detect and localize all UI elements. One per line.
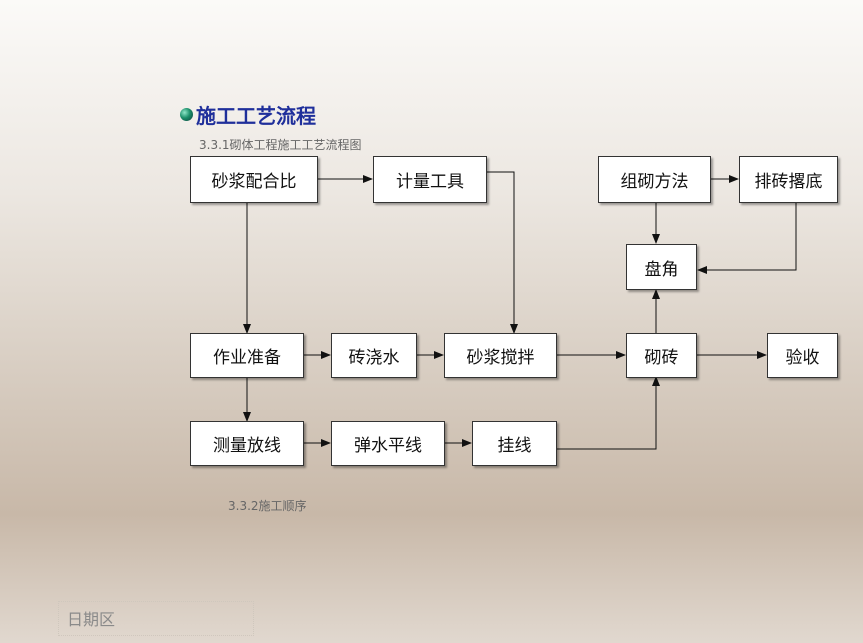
node-layout-bricks: 排砖撂底 (739, 156, 838, 203)
bullet-icon (180, 108, 193, 121)
date-placeholder[interactable]: 日期区 (58, 601, 254, 636)
node-prep: 作业准备 (190, 333, 304, 378)
title-text: 施工工艺流程 (196, 104, 316, 128)
node-metering-tools: 计量工具 (373, 156, 487, 203)
node-chalk-line: 弹水平线 (331, 421, 445, 466)
node-mortar-stir: 砂浆搅拌 (444, 333, 557, 378)
node-mortar-mix: 砂浆配合比 (190, 156, 318, 203)
section-heading: 3.3.2施工顺序 (228, 499, 307, 513)
page-title: 施工工艺流程 (180, 100, 316, 129)
edge-layout_bricks-corner (697, 203, 797, 274)
node-corner: 盘角 (626, 244, 697, 290)
edge-hang_line-brick_laying (557, 376, 660, 450)
edge-metering_tools-mortar_stir (487, 171, 518, 334)
node-method: 组砌方法 (598, 156, 711, 203)
node-wet-bricks: 砖浇水 (331, 333, 417, 378)
node-hang-line: 挂线 (472, 421, 557, 466)
diagram-caption: 3.3.1砌体工程施工工艺流程图 (199, 138, 362, 152)
node-survey: 测量放线 (190, 421, 304, 466)
node-brick-laying: 砌砖 (626, 333, 697, 378)
node-acceptance: 验收 (767, 333, 838, 378)
